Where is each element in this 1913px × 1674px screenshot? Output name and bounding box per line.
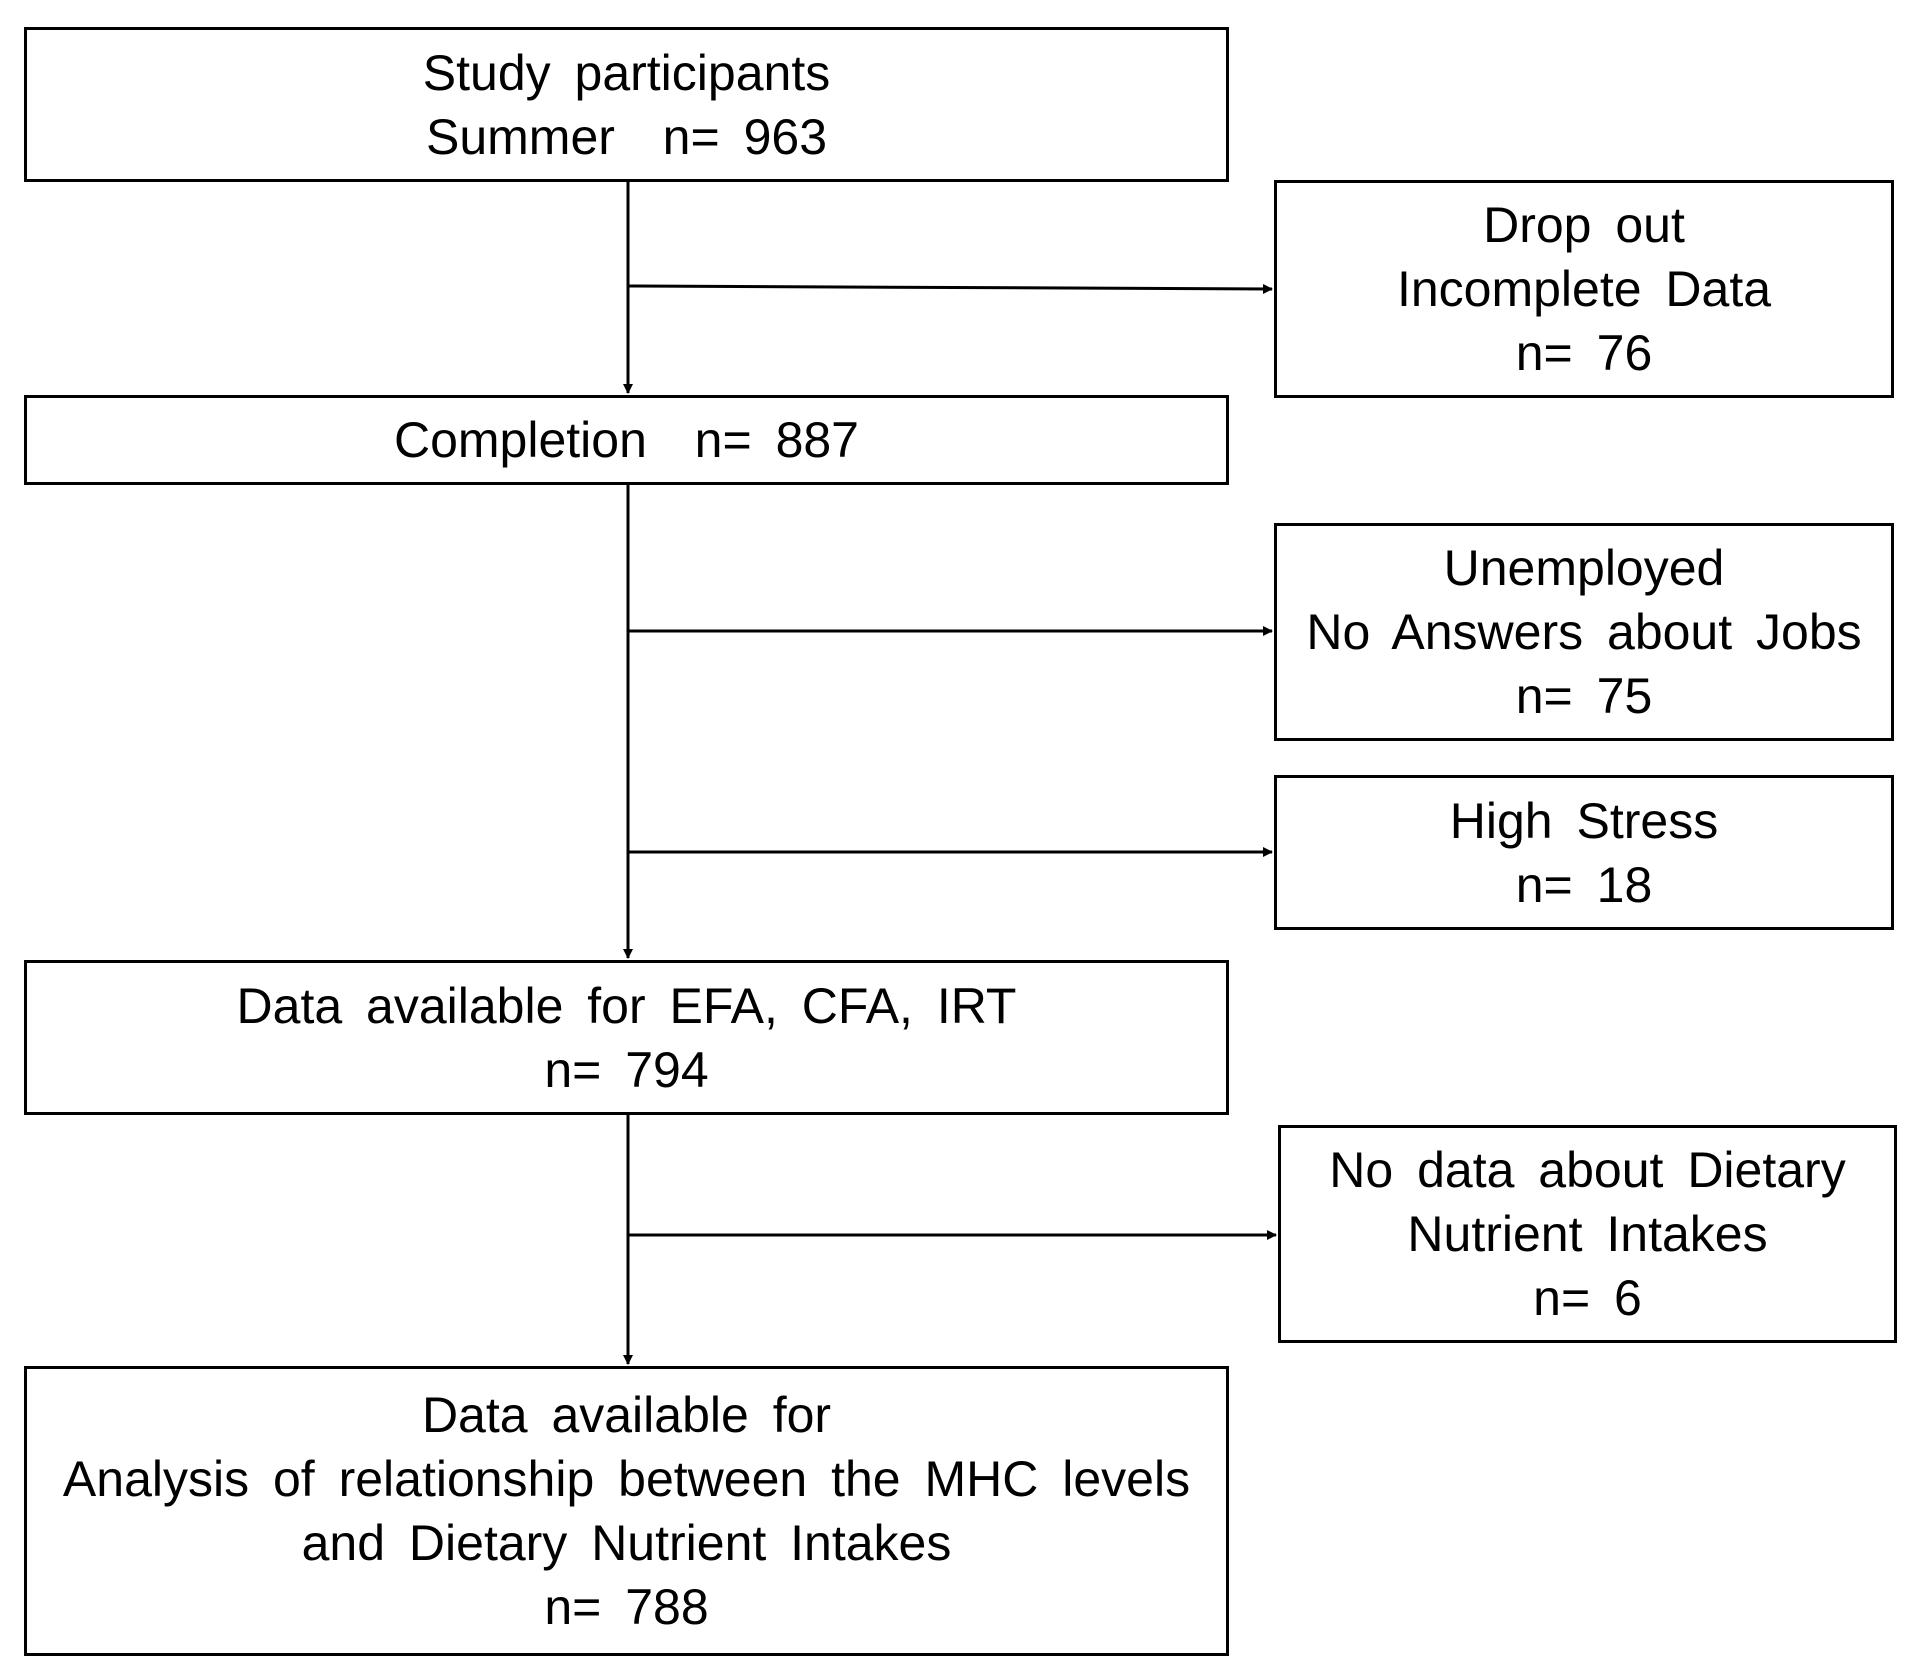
final-analysis-box: Data available for Analysis of relations…: [24, 1366, 1229, 1656]
unemployed-title: Unemployed: [1443, 540, 1725, 596]
no-dietary-count: n= 6: [1533, 1270, 1642, 1326]
high-stress-title: High Stress: [1449, 792, 1719, 849]
completion-count: Completion n= 887: [393, 412, 859, 468]
dropout-reason: Incomplete Data: [1396, 261, 1772, 317]
unemployed-count: n= 75: [1515, 668, 1653, 724]
dropout-box: Drop out Incomplete Data n= 76: [1274, 180, 1894, 398]
no-dietary-line-1: No data about Dietary: [1329, 1142, 1846, 1198]
high-stress-count: n= 18: [1515, 856, 1653, 913]
final-analysis-count: n= 788: [544, 1579, 709, 1635]
participants-title: Study participants: [422, 44, 831, 101]
no-dietary-data-box: No data about Dietary Nutrient Intakes n…: [1278, 1125, 1897, 1343]
final-analysis-line-1: Data available for: [421, 1387, 832, 1443]
unemployed-box: Unemployed No Answers about Jobs n= 75: [1274, 523, 1894, 741]
arrow-to-dropout: [627, 283, 1273, 294]
high-stress-box: High Stress n= 18: [1274, 775, 1894, 930]
efa-cfa-irt-box: Data available for EFA, CFA, IRT n= 794: [24, 960, 1229, 1115]
efa-cfa-irt-title: Data available for EFA, CFA, IRT: [236, 977, 1017, 1034]
dropout-title: Drop out: [1483, 197, 1685, 253]
study-participants-box: Study participants Summer n= 963: [24, 27, 1229, 182]
completion-box: Completion n= 887: [24, 395, 1229, 485]
dropout-count: n= 76: [1515, 325, 1653, 381]
unemployed-reason: No Answers about Jobs: [1306, 604, 1862, 660]
no-dietary-line-2: Nutrient Intakes: [1407, 1206, 1768, 1262]
final-analysis-line-3: and Dietary Nutrient Intakes: [301, 1515, 952, 1571]
participants-count: Summer n= 963: [425, 108, 828, 165]
efa-cfa-irt-count: n= 794: [544, 1041, 709, 1098]
final-analysis-line-2: Analysis of relationship between the MHC…: [62, 1451, 1191, 1507]
